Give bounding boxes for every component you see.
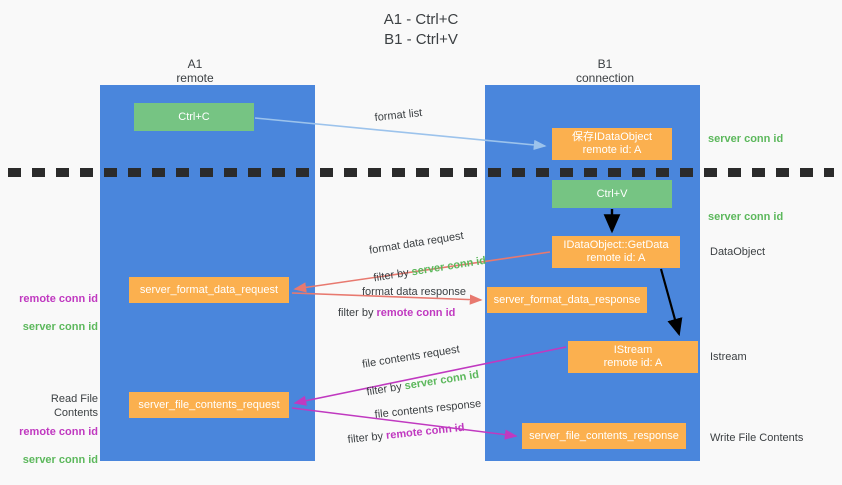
filter-value-server-conn-id: server conn id — [403, 368, 480, 393]
box-ctrl-c[interactable]: Ctrl+C — [134, 103, 254, 131]
label-conn-ids-format: remote conn id server conn id — [8, 278, 98, 348]
box-server-format-data-response[interactable]: server_format_data_response — [487, 287, 647, 313]
label-server-conn-id-mid: server conn id — [708, 211, 784, 223]
phase-divider — [8, 168, 834, 177]
label-read-file-contents: Read File Contents — [50, 393, 98, 419]
label-conn-ids-file: remote conn id server conn id — [8, 411, 98, 481]
label-server-conn-id-2: server conn id — [22, 454, 98, 466]
label-format-data-response: format data response — [362, 286, 466, 298]
filter-value-remote-conn-id: remote conn id — [376, 307, 456, 319]
box-ctrl-v[interactable]: Ctrl+V — [552, 180, 672, 208]
filter-value-server-conn-id: server conn id — [410, 254, 487, 279]
filter-prefix: filter by — [347, 429, 387, 446]
box-server-format-data-request[interactable]: server_format_data_request — [129, 277, 289, 303]
label-format-data-response-filter: filter by remote conn id — [338, 306, 455, 320]
box-server-file-contents-response[interactable]: server_file_contents_response — [522, 423, 686, 449]
lane-header-b1: B1 connection — [575, 57, 635, 85]
box-idataobject[interactable]: 保存IDataObject remote id: A — [552, 128, 672, 160]
page-title: A1 - Ctrl+C B1 - Ctrl+V — [383, 11, 459, 48]
label-format-list: format list — [374, 107, 423, 124]
filter-prefix: filter by — [365, 380, 406, 399]
label-server-conn-id-1: server conn id — [22, 321, 98, 333]
filter-value-remote-conn-id: remote conn id — [385, 421, 466, 442]
label-format-data-request-text: format data request — [368, 229, 465, 257]
label-format-data-request-filter: filter by server conn id — [373, 254, 488, 286]
box-server-file-contents-request[interactable]: server_file_contents_request — [129, 392, 289, 418]
label-write-file-contents: Write File Contents — [710, 432, 804, 444]
filter-prefix: filter by — [338, 307, 377, 319]
label-file-contents-response-filter: filter by remote conn id — [347, 421, 465, 447]
box-istream[interactable]: IStream remote id: A — [568, 341, 698, 373]
label-server-conn-id-top: server conn id — [708, 133, 784, 145]
lane-header-a1: A1 remote — [176, 57, 214, 85]
label-istream: Istream — [710, 351, 747, 363]
label-remote-conn-id-2: remote conn id — [19, 426, 98, 438]
label-remote-conn-id-1: remote conn id — [19, 293, 98, 305]
label-dataobject: DataObject — [710, 246, 766, 258]
filter-prefix: filter by — [372, 266, 413, 285]
label-file-contents-request-filter: filter by server conn id — [366, 368, 481, 400]
label-file-contents-request-text: file contents request — [361, 343, 461, 371]
box-idataobject-getdata[interactable]: IDataObject::GetData remote id: A — [552, 236, 680, 268]
